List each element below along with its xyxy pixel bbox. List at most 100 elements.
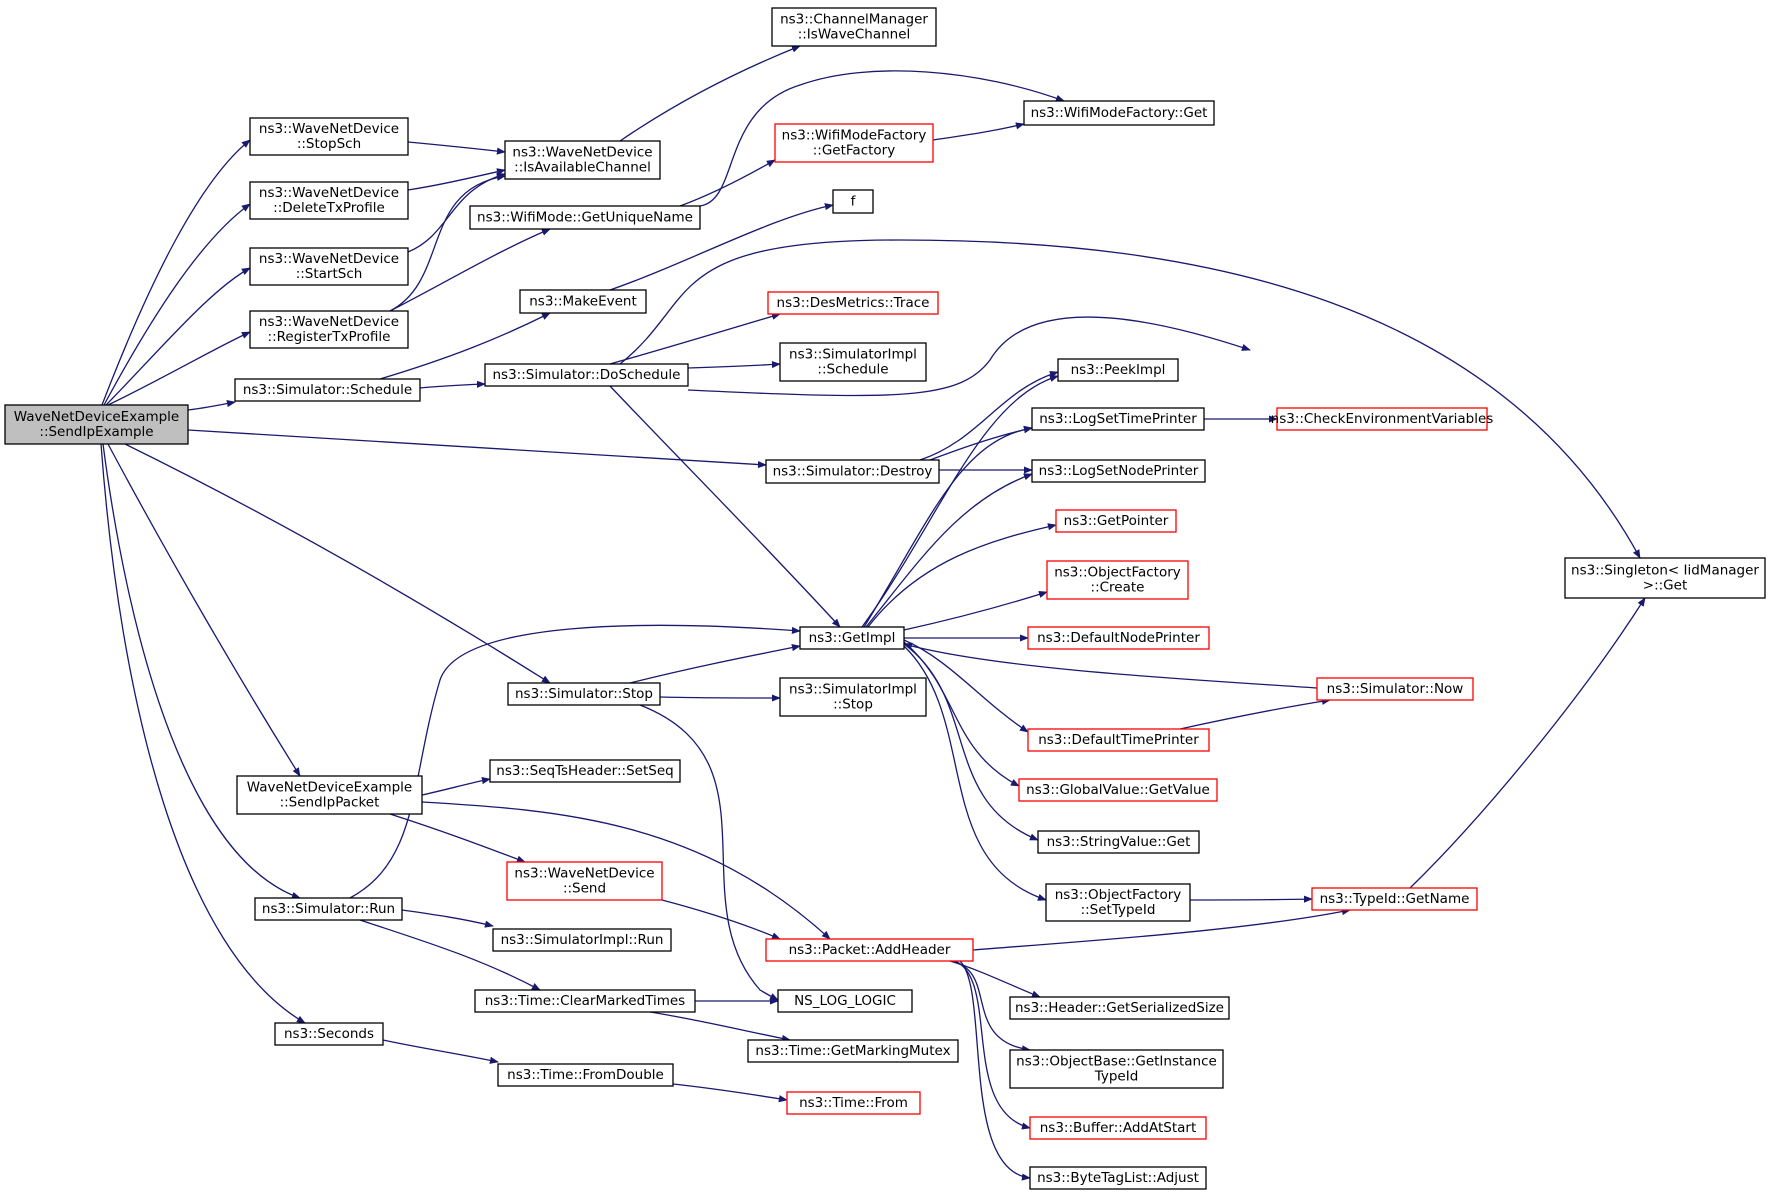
node-box bbox=[1009, 996, 1230, 1020]
node-defNodePrinter[interactable]: ns3::DefaultNodePrinter bbox=[1027, 626, 1210, 650]
edge-doSchedule-to-desTrace bbox=[609, 312, 781, 365]
node-box bbox=[492, 928, 672, 952]
edge-arrow bbox=[903, 645, 1047, 901]
edge-addHeader-to-bufAddAtStart bbox=[954, 960, 1031, 1130]
node-singletonGet[interactable]: ns3::Singleton< IidManager >::Get bbox=[1564, 557, 1766, 599]
node-simNow[interactable]: ns3::Simulator::Now bbox=[1316, 677, 1474, 701]
node-label: ns3::GetImpl bbox=[809, 630, 896, 646]
node-label: ns3::Time::From bbox=[799, 1095, 908, 1111]
edge-root-to-seconds bbox=[100, 443, 306, 1024]
node-label: ns3::SimulatorImpl bbox=[789, 347, 917, 363]
node-registerTx[interactable]: ns3::WaveNetDevice::RegisterTxProfile bbox=[249, 310, 409, 349]
edge-addHeader-to-btlAdjust bbox=[959, 960, 1031, 1181]
node-label: ns3::TypeId::GetName bbox=[1320, 891, 1470, 907]
node-desTrace[interactable]: ns3::DesMetrics::Trace bbox=[767, 291, 939, 315]
edge-doSchedule-to-implSchedule bbox=[687, 360, 781, 369]
node-label: ns3::GetPointer bbox=[1064, 513, 1169, 529]
node-getUnique[interactable]: ns3::WifiMode::GetUniqueName bbox=[469, 205, 701, 230]
node-simDestroy[interactable]: ns3::Simulator::Destroy bbox=[765, 459, 940, 484]
edge-root-to-simRun bbox=[102, 443, 301, 899]
edge-defTimePrinter-to-simNow bbox=[1179, 697, 1331, 730]
node-getImpl[interactable]: ns3::GetImpl bbox=[799, 626, 905, 650]
node-label: ns3::Simulator::Run bbox=[262, 901, 395, 917]
node-addHeader[interactable]: ns3::Packet::AddHeader bbox=[765, 938, 974, 962]
node-deleteTx[interactable]: ns3::WaveNetDevice::DeleteTxProfile bbox=[249, 181, 409, 220]
edge-root-to-deleteTx bbox=[103, 203, 251, 406]
node-box bbox=[1027, 626, 1210, 650]
node-hdrSize[interactable]: ns3::Header::GetSerializedSize bbox=[1009, 996, 1230, 1020]
node-simRun[interactable]: ns3::Simulator::Run bbox=[254, 897, 403, 921]
node-wmfGetFactory[interactable]: ns3::WifiModeFactory::GetFactory bbox=[774, 123, 934, 163]
node-simStop[interactable]: ns3::Simulator::Stop bbox=[507, 682, 661, 706]
edge-arrow bbox=[421, 801, 831, 940]
node-stopSch[interactable]: ns3::WaveNetDevice::StopSch bbox=[249, 117, 409, 156]
node-ofCreate[interactable]: ns3::ObjectFactory::Create bbox=[1046, 560, 1189, 600]
node-setSeq[interactable]: ns3::SeqTsHeader::SetSeq bbox=[489, 759, 681, 783]
node-checkEnv[interactable]: ns3::CheckEnvironmentVariables bbox=[1271, 407, 1494, 431]
node-box bbox=[799, 626, 905, 650]
edge-arrow bbox=[102, 443, 301, 899]
edge-getUnique-to-wmfGetFactory bbox=[679, 159, 776, 207]
edge-arrow bbox=[959, 960, 1031, 1181]
edge-arrow bbox=[903, 643, 1039, 841]
node-box bbox=[474, 989, 696, 1013]
node-isAvail[interactable]: ns3::WaveNetDevice::IsAvailableChannel bbox=[504, 140, 661, 180]
edge-arrow bbox=[687, 316, 1251, 397]
node-wmfGet[interactable]: ns3::WifiModeFactory::Get bbox=[1023, 100, 1215, 126]
node-label: ::Create bbox=[1091, 580, 1145, 596]
node-peekImpl[interactable]: ns3::PeekImpl bbox=[1057, 358, 1179, 382]
node-simSchedule[interactable]: ns3::Simulator::Schedule bbox=[234, 378, 421, 402]
node-typeIdGetName[interactable]: ns3::TypeId::GetName bbox=[1311, 887, 1478, 911]
node-box bbox=[236, 775, 423, 815]
node-getPointer[interactable]: ns3::GetPointer bbox=[1055, 509, 1177, 533]
node-box bbox=[497, 1063, 674, 1087]
node-box bbox=[249, 310, 409, 349]
node-label: ns3::DefaultTimePrinter bbox=[1038, 732, 1199, 748]
edge-arrow bbox=[867, 523, 1057, 628]
node-gvGetValue[interactable]: ns3::GlobalValue::GetValue bbox=[1018, 778, 1218, 802]
node-svGet[interactable]: ns3::StringValue::Get bbox=[1037, 830, 1200, 854]
node-timeFrom[interactable]: ns3::Time::From bbox=[786, 1091, 921, 1115]
node-ofSetTypeId[interactable]: ns3::ObjectFactory::SetTypeId bbox=[1045, 883, 1191, 922]
edge-arrow bbox=[419, 380, 486, 389]
node-implRun[interactable]: ns3::SimulatorImpl::Run bbox=[492, 928, 672, 952]
edge-arrow bbox=[659, 694, 781, 702]
node-startSch[interactable]: ns3::WaveNetDevice::StartSch bbox=[249, 247, 409, 286]
node-box bbox=[1037, 830, 1200, 854]
node-makeEvent[interactable]: ns3::MakeEvent bbox=[519, 289, 647, 314]
node-nsLogLogic[interactable]: NS_LOG_LOGIC bbox=[777, 989, 913, 1013]
edge-ofSetTypeId-to-typeIdGetName bbox=[1189, 895, 1313, 903]
node-root[interactable]: WaveNetDeviceExample::SendIpExample bbox=[4, 404, 189, 445]
node-bufAddAtStart[interactable]: ns3::Buffer::AddAtStart bbox=[1029, 1116, 1207, 1140]
node-label: ns3::Time::GetMarkingMutex bbox=[755, 1043, 950, 1059]
edge-sendIpPacket-to-wndSend bbox=[389, 813, 526, 863]
node-fromDouble[interactable]: ns3::Time::FromDouble bbox=[497, 1063, 674, 1087]
node-btlAdjust[interactable]: ns3::ByteTagList::Adjust bbox=[1029, 1166, 1207, 1190]
edge-arrow bbox=[903, 591, 1048, 631]
node-label: ::SendIpPacket bbox=[280, 795, 380, 811]
node-implSchedule[interactable]: ns3::SimulatorImpl::Schedule bbox=[779, 342, 927, 382]
edge-arrow bbox=[972, 908, 1351, 951]
node-sendIpPacket[interactable]: WaveNetDeviceExample::SendIpPacket bbox=[236, 775, 423, 815]
node-defTimePrinter[interactable]: ns3::DefaultTimePrinter bbox=[1027, 728, 1210, 752]
node-logSetTime[interactable]: ns3::LogSetTimePrinter bbox=[1031, 407, 1205, 431]
edge-arrow bbox=[401, 909, 494, 928]
node-wndSend[interactable]: ns3::WaveNetDevice::Send bbox=[506, 861, 663, 901]
node-box bbox=[506, 861, 663, 901]
edge-arrow bbox=[124, 443, 551, 684]
node-clearMarked[interactable]: ns3::Time::ClearMarkedTimes bbox=[474, 989, 696, 1013]
node-doSchedule[interactable]: ns3::Simulator::DoSchedule bbox=[484, 363, 689, 387]
node-fNode[interactable]: f bbox=[832, 189, 874, 214]
edge-arrow bbox=[349, 624, 801, 899]
node-label: ns3::DesMetrics::Trace bbox=[777, 295, 930, 311]
node-logSetNode[interactable]: ns3::LogSetNodePrinter bbox=[1031, 459, 1206, 483]
node-chanMgr[interactable]: ns3::ChannelManager::IsWaveChannel bbox=[771, 7, 937, 47]
node-seconds[interactable]: ns3::Seconds bbox=[274, 1022, 384, 1046]
edge-seconds-to-fromDouble bbox=[382, 1039, 499, 1064]
node-label: ns3::Time::ClearMarkedTimes bbox=[485, 993, 685, 1009]
node-label: ::SetTypeId bbox=[1081, 902, 1156, 918]
node-implStop[interactable]: ns3::SimulatorImpl::Stop bbox=[779, 677, 927, 717]
node-markingMutex[interactable]: ns3::Time::GetMarkingMutex bbox=[747, 1039, 959, 1063]
node-label: f bbox=[851, 194, 857, 210]
